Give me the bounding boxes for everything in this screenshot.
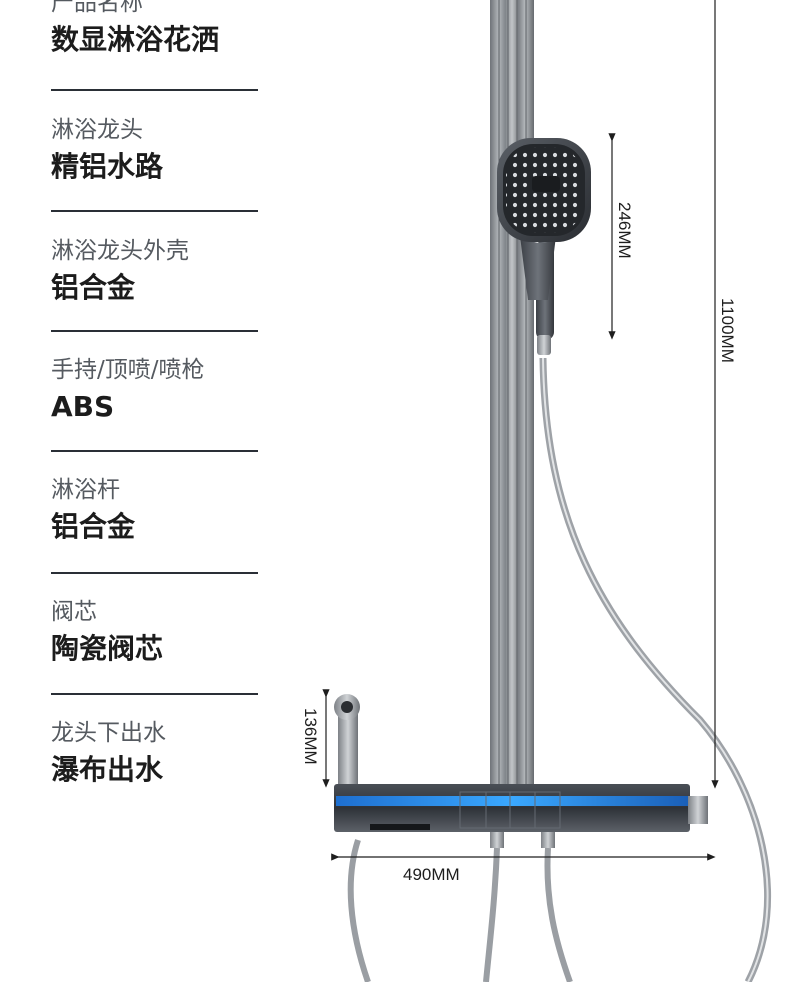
handshower [497,138,591,355]
spec-shower-bar: 淋浴杆 铝合金 [51,475,258,545]
spec-label: 淋浴杆 [51,477,120,503]
spec-label: 阀芯 [51,599,97,625]
spec-value: 数显淋浴花洒 [51,23,220,56]
divider [51,572,258,574]
spec-sprayers: 手持/顶喷/喷枪 ABS [51,355,258,425]
divider [51,693,258,695]
spec-spout-outlet: 龙头下出水 瀑布出水 [51,718,258,788]
spec-valve-core: 阀芯 陶瓷阀芯 [51,597,258,667]
spec-label: 淋浴龙头 [51,117,143,143]
spec-faucet-waterway: 淋浴龙头 精铝水路 [51,115,258,185]
spec-faucet-shell: 淋浴龙头外壳 铝合金 [51,236,258,306]
divider [51,330,258,332]
spec-value: 铝合金 [51,510,136,543]
dimension-label-handshower: 246MM [615,202,634,259]
spec-product-name: 产品名称 数显淋浴花洒 [51,0,258,58]
spec-label: 手持/顶喷/喷枪 [51,357,205,383]
spec-label: 龙头下出水 [51,720,166,746]
spec-label: 淋浴龙头外壳 [51,238,189,264]
spec-value: 精铝水路 [51,150,164,183]
divider [51,450,258,452]
inlet-pipes [347,832,573,982]
dimension-label-height: 1100MM [718,298,737,363]
spec-value: ABS [51,390,115,423]
shower-bar [490,0,534,790]
spec-value: 陶瓷阀芯 [51,632,164,665]
dimension-label-spout: 136MM [301,708,320,765]
spec-value: 瀑布出水 [51,753,164,786]
divider [51,210,258,212]
mixer-body [334,784,708,832]
spout [334,694,360,786]
spec-label: 产品名称 [51,0,143,16]
dimension-label-width: 490MM [403,865,460,884]
spec-value: 铝合金 [51,271,136,304]
divider [51,89,258,91]
